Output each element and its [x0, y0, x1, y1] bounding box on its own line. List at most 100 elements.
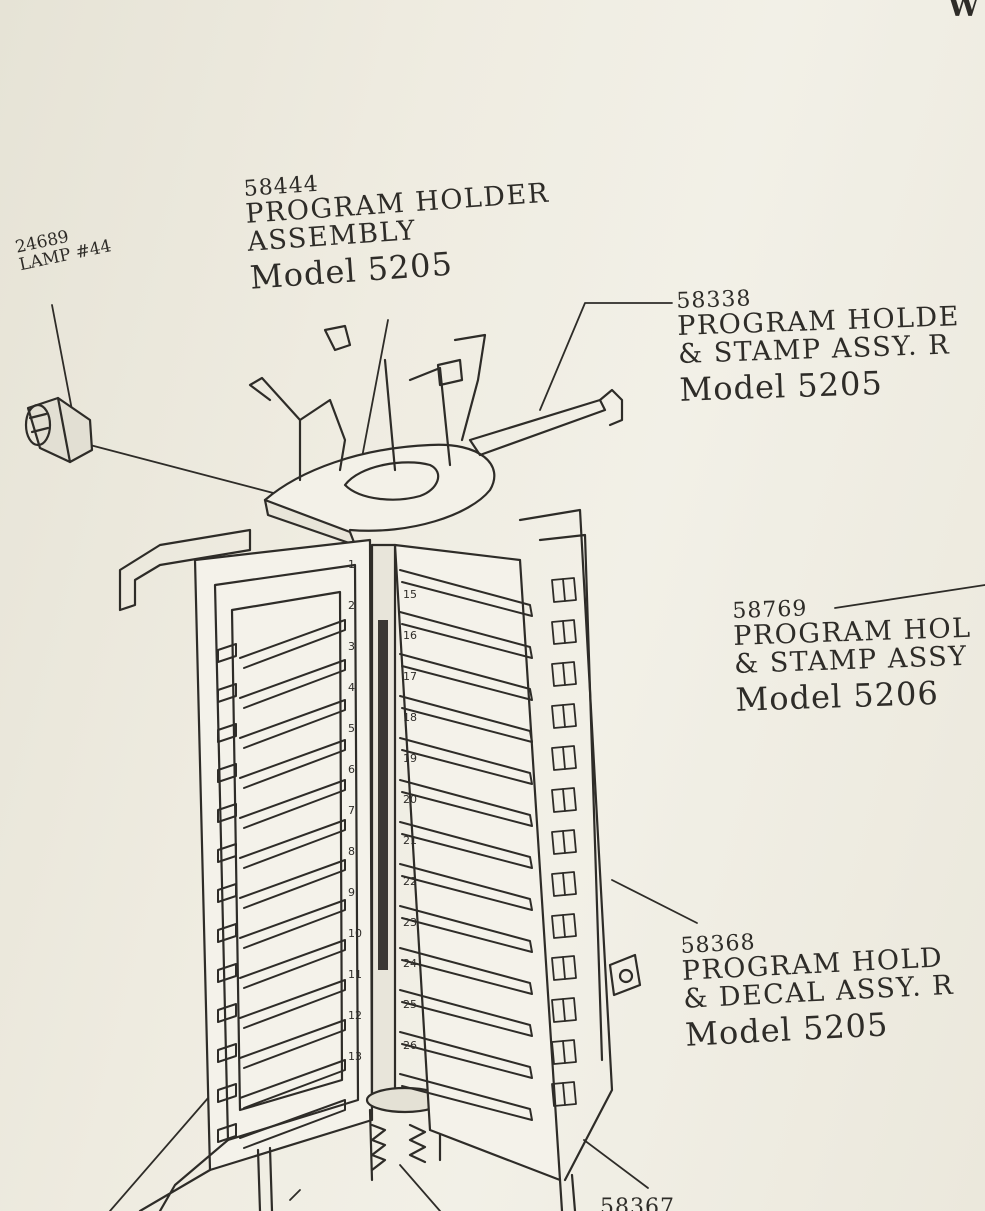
- edge-tab-divider: [562, 620, 566, 644]
- slot-number: 8: [348, 845, 355, 858]
- left-slat: [239, 899, 346, 949]
- right-slat: [399, 611, 533, 659]
- edge-tab-divider: [562, 998, 566, 1022]
- holder-stamp-r-label: 58338 PROGRAM HOLDE & STAMP ASSY. R Mode…: [676, 280, 963, 408]
- edge-tab: [551, 577, 577, 603]
- right-slat: [399, 863, 533, 911]
- edge-tab: [551, 997, 577, 1023]
- slot-number: 10: [348, 927, 362, 940]
- slot-number: 22: [403, 875, 417, 888]
- lamp-icon: [24, 396, 94, 464]
- right-slat: [399, 1031, 533, 1079]
- left-slat: [239, 1099, 346, 1149]
- edge-tab: [551, 619, 577, 645]
- left-slot-tab: [217, 723, 237, 743]
- slot-number: 23: [403, 916, 417, 929]
- left-slot-tab: [217, 1043, 237, 1063]
- slot-number: 12: [348, 1009, 362, 1022]
- bottom-legs: [138, 1138, 577, 1211]
- left-slat: [239, 1059, 346, 1109]
- holder-decal-label: 58368 PROGRAM HOLD & DECAL ASSY. R Model…: [680, 921, 957, 1054]
- left-slot-tab: [217, 963, 237, 983]
- slot-number: 9: [348, 886, 355, 899]
- holder-assembly-label: 58444 PROGRAM HOLDER ASSEMBLY Model 5205: [243, 157, 555, 297]
- center-shaft: [365, 543, 445, 1182]
- left-slat: [239, 659, 346, 709]
- part-number: 58367: [600, 1195, 675, 1211]
- slot-number: 20: [403, 793, 417, 806]
- edge-tab: [551, 955, 577, 981]
- right-slat: [399, 989, 533, 1037]
- edge-tab-divider: [562, 1040, 566, 1064]
- edge-tab-divider: [562, 956, 566, 980]
- slot-number: 4: [348, 681, 355, 694]
- holder-stamp-5206-label: 58769 PROGRAM HOL & STAMP ASSY Model 520…: [732, 592, 974, 718]
- edge-tab: [551, 661, 577, 687]
- left-slot-tab: [217, 1083, 237, 1103]
- edge-tab-divider: [562, 746, 566, 770]
- edge-tab-divider: [562, 704, 566, 728]
- left-slot-tab: [217, 883, 237, 903]
- left-slat: [239, 979, 346, 1029]
- slot-number: 15: [403, 588, 417, 601]
- right-slat: [399, 737, 533, 785]
- corner-text: W: [948, 0, 980, 23]
- slot-number: 16: [403, 629, 417, 642]
- slot-number: 19: [403, 752, 417, 765]
- edge-tab-divider: [562, 788, 566, 812]
- left-slat: [239, 1019, 346, 1069]
- slot-number: 3: [348, 640, 355, 653]
- left-slot-tab: [217, 923, 237, 943]
- edge-tab-divider: [562, 914, 566, 938]
- edge-tab: [551, 787, 577, 813]
- right-slat: [399, 821, 533, 869]
- right-slat: [399, 947, 533, 995]
- left-slat: [239, 619, 346, 669]
- left-slot-tab: [217, 1003, 237, 1023]
- slot-number: 24: [403, 957, 417, 970]
- left-slat: [239, 739, 346, 789]
- left-slot-tab: [217, 643, 237, 663]
- right-slat: [399, 695, 533, 743]
- left-slot-tab: [217, 1123, 237, 1143]
- slot-number: 1: [348, 558, 355, 571]
- right-panel: [393, 508, 614, 1182]
- right-slat: [399, 779, 533, 827]
- edge-tab: [551, 829, 577, 855]
- right-slat: [399, 653, 533, 701]
- left-slot-tab: [217, 683, 237, 703]
- slot-number: 26: [403, 1039, 417, 1052]
- left-slat: [239, 699, 346, 749]
- edge-tab: [551, 1081, 577, 1107]
- right-slat: [399, 569, 533, 617]
- left-slot-tab: [217, 843, 237, 863]
- left-slats: [217, 619, 346, 1149]
- slot-number: 13: [348, 1050, 362, 1063]
- edge-tab-divider: [562, 578, 566, 602]
- mounting-tab: [608, 953, 642, 997]
- left-slat: [239, 939, 346, 989]
- slot-number: 18: [403, 711, 417, 724]
- left-slot-tab: [217, 763, 237, 783]
- slot-number: 5: [348, 722, 355, 735]
- edge-tab-divider: [562, 662, 566, 686]
- edge-tab: [551, 913, 577, 939]
- right-slats: [399, 569, 533, 1121]
- slot-number: 6: [348, 763, 355, 776]
- leader-lines: [51, 302, 985, 1211]
- edge-tab: [551, 1039, 577, 1065]
- model-number: Model 5206: [734, 673, 940, 719]
- slot-number: 2: [348, 599, 355, 612]
- edge-tab: [551, 703, 577, 729]
- edge-tab: [551, 871, 577, 897]
- left-slat: [239, 819, 346, 869]
- slot-number: 17: [403, 670, 417, 683]
- slot-number: 7: [348, 804, 355, 817]
- slot-number: 21: [403, 834, 417, 847]
- slot-number: 25: [403, 998, 417, 1011]
- right-slat: [399, 905, 533, 953]
- edge-tab-divider: [562, 1082, 566, 1106]
- right-slat: [399, 1073, 533, 1121]
